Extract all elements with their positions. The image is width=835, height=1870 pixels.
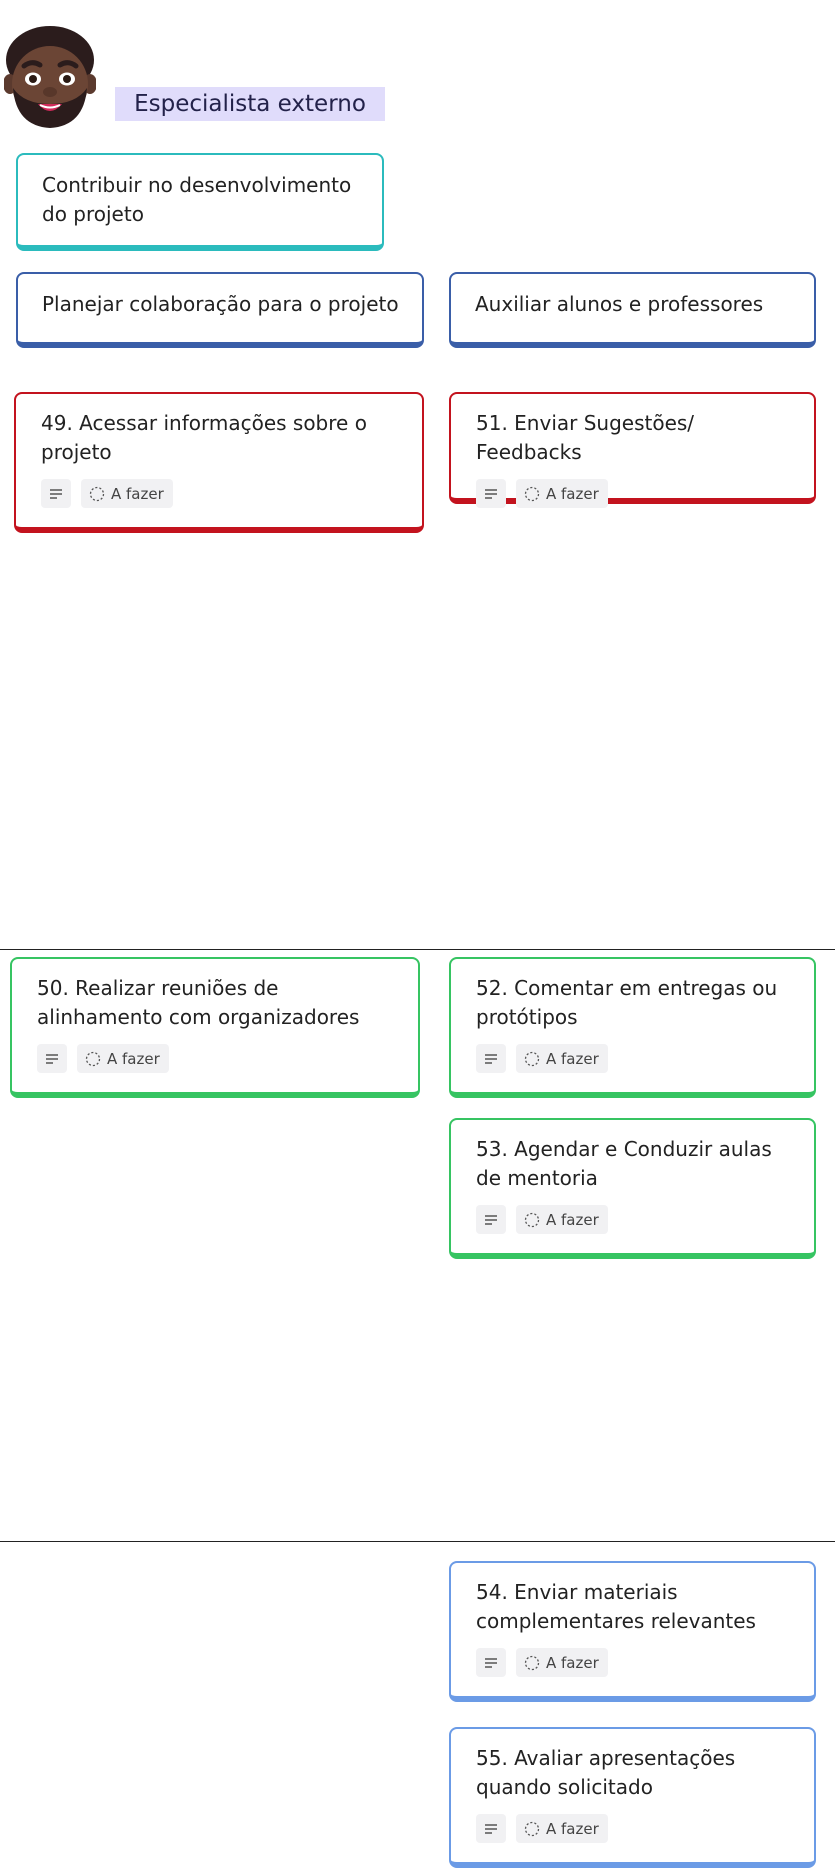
status-todo-icon — [85, 1051, 101, 1066]
release-divider — [0, 1541, 835, 1542]
task-card[interactable]: 52. Comentar em entregas ou protótipos A… — [449, 957, 816, 1098]
task-title: 55. Avaliar apresentações quando solicit… — [476, 1746, 736, 1799]
description-tag[interactable] — [476, 1648, 506, 1677]
activity-label: Auxiliar alunos e professores — [475, 292, 764, 316]
status-todo-icon — [524, 1051, 540, 1066]
task-title: 54. Enviar materiais complementares rele… — [476, 1580, 756, 1633]
task-card[interactable]: 49. Acessar informações sobre o projeto … — [14, 392, 424, 533]
notes-icon — [485, 1214, 497, 1225]
status-todo-icon — [524, 1821, 540, 1836]
task-card[interactable]: 55. Avaliar apresentações quando solicit… — [449, 1727, 816, 1868]
notes-icon — [50, 488, 62, 499]
task-card[interactable]: 53. Agendar e Conduzir aulas de mentoria… — [449, 1118, 816, 1259]
status-label: A fazer — [546, 484, 599, 503]
notes-icon — [485, 1053, 497, 1064]
activity-label: Planejar colaboração para o projeto — [42, 292, 399, 316]
status-label: A fazer — [111, 484, 164, 503]
description-tag[interactable] — [476, 1814, 506, 1843]
status-label: A fazer — [546, 1210, 599, 1229]
status-tag[interactable]: A fazer — [516, 1044, 608, 1073]
notes-icon — [485, 1657, 497, 1668]
avatar — [4, 26, 96, 128]
task-title: 49. Acessar informações sobre o projeto — [41, 411, 367, 464]
task-card[interactable]: 51. Enviar Sugestões/ Feedbacks A fazer — [449, 392, 816, 508]
description-tag[interactable] — [476, 479, 506, 508]
status-tag[interactable]: A fazer — [81, 479, 173, 508]
status-label: A fazer — [546, 1819, 599, 1838]
description-tag[interactable] — [476, 1044, 506, 1073]
description-tag[interactable] — [37, 1044, 67, 1073]
task-title: 51. Enviar Sugestões/ Feedbacks — [476, 411, 695, 464]
status-todo-icon — [524, 486, 540, 501]
status-tag[interactable]: A fazer — [77, 1044, 169, 1073]
status-todo-icon — [524, 1655, 540, 1670]
notes-icon — [485, 488, 497, 499]
status-tag[interactable]: A fazer — [516, 1648, 608, 1677]
persona-name: Especialista externo — [115, 87, 385, 121]
task-title: 50. Realizar reuniões de alinhamento com… — [37, 976, 360, 1029]
status-todo-icon — [89, 486, 105, 501]
activity-card[interactable]: Auxiliar alunos e professores — [449, 272, 816, 348]
goal-card[interactable]: Contribuir no desenvolvimento do projeto — [16, 153, 384, 251]
status-tag[interactable]: A fazer — [516, 1814, 608, 1843]
status-label: A fazer — [107, 1049, 160, 1068]
activity-card[interactable]: Planejar colaboração para o projeto — [16, 272, 424, 348]
status-todo-icon — [524, 1212, 540, 1227]
description-tag[interactable] — [476, 1205, 506, 1234]
task-card[interactable]: 50. Realizar reuniões de alinhamento com… — [10, 957, 420, 1098]
goal-label: Contribuir no desenvolvimento do projeto — [42, 173, 352, 226]
notes-icon — [46, 1053, 58, 1064]
status-tag[interactable]: A fazer — [516, 479, 608, 508]
status-label: A fazer — [546, 1049, 599, 1068]
task-card[interactable]: 54. Enviar materiais complementares rele… — [449, 1561, 816, 1702]
task-title: 53. Agendar e Conduzir aulas de mentoria — [476, 1137, 772, 1190]
status-tag[interactable]: A fazer — [516, 1205, 608, 1234]
release-divider — [0, 949, 835, 950]
description-tag[interactable] — [41, 479, 71, 508]
status-label: A fazer — [546, 1653, 599, 1672]
task-title: 52. Comentar em entregas ou protótipos — [476, 976, 778, 1029]
notes-icon — [485, 1823, 497, 1834]
